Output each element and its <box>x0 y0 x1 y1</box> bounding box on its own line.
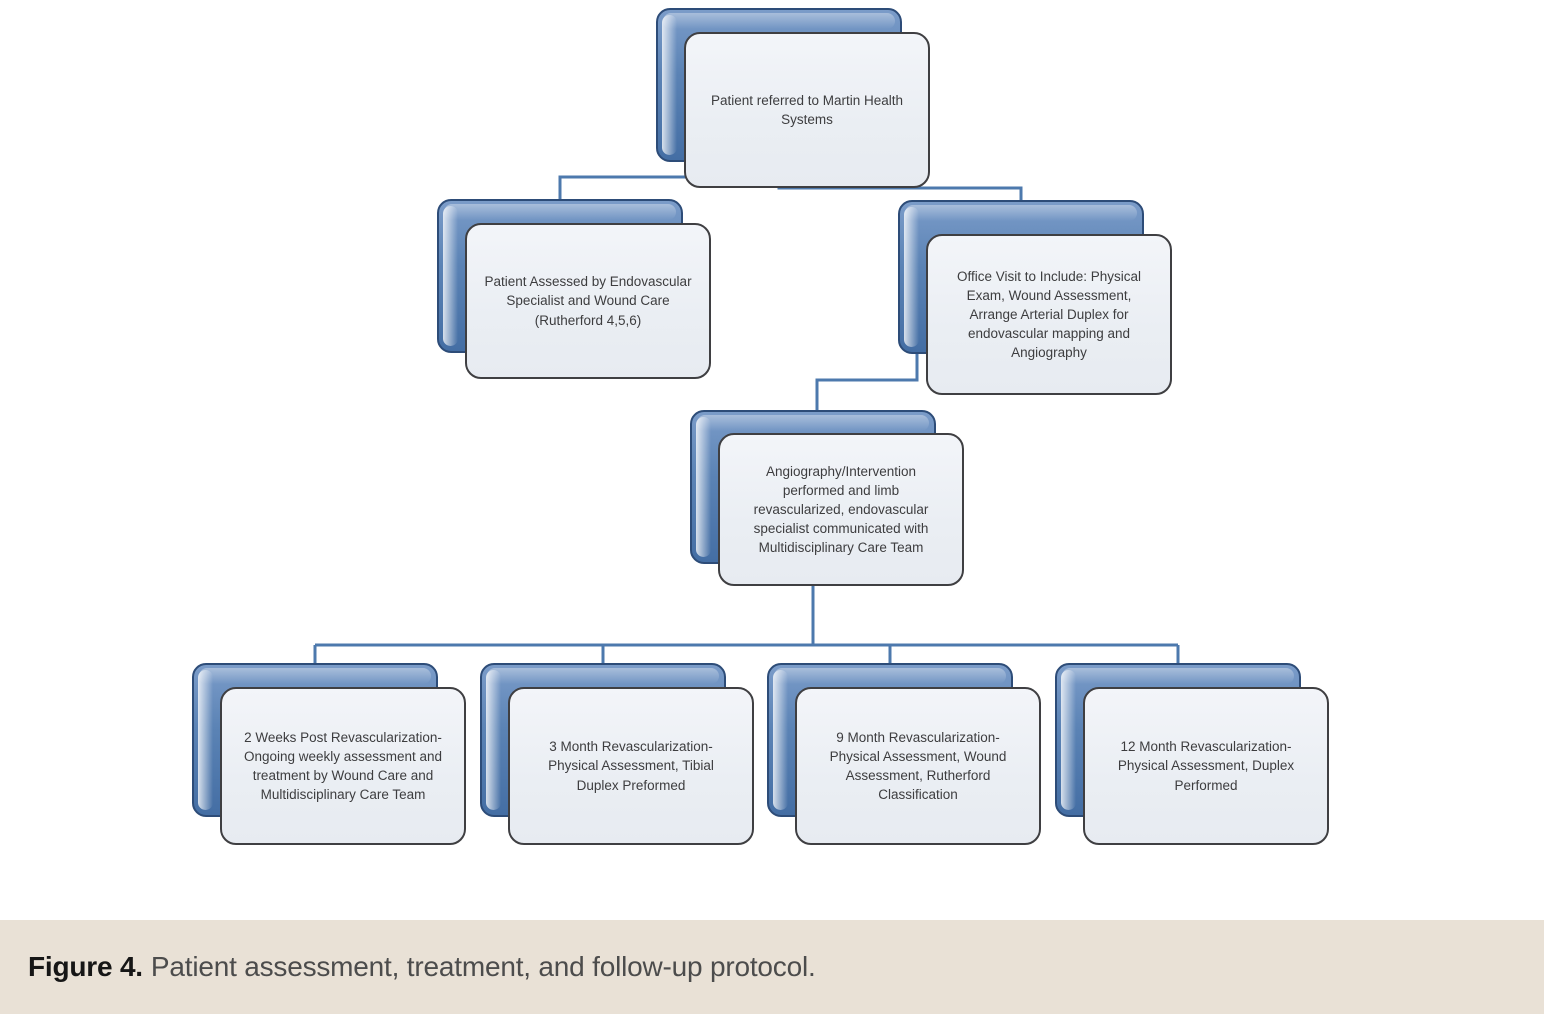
connector-office-to-angio <box>815 348 919 414</box>
node-front-panel: 3 Month Revascularization-Physical Asses… <box>508 687 754 845</box>
node-front-panel: Patient Assessed by Endovascular Special… <box>465 223 711 379</box>
node-front-panel: Office Visit to Include: Physical Exam, … <box>926 234 1172 395</box>
flow-node-2-weeks: 2 Weeks Post Revascularization-Ongoing w… <box>192 663 466 845</box>
node-text-3-month: 3 Month Revascularization-Physical Asses… <box>548 739 714 793</box>
node-front-panel: 2 Weeks Post Revascularization-Ongoing w… <box>220 687 466 845</box>
flow-node-12-month: 12 Month Revascularization-Physical Asse… <box>1055 663 1329 845</box>
flow-node-angio: Angiography/Intervention performed and l… <box>690 410 964 592</box>
flow-node-9-month: 9 Month Revascularization-Physical Asses… <box>767 663 1041 845</box>
node-text-root: Patient referred to Martin Health System… <box>710 92 904 127</box>
figure-caption-label: Figure 4. <box>28 951 143 982</box>
figure-caption-text: Patient assessment, treatment, and follo… <box>150 951 816 982</box>
node-text-12-month: 12 Month Revascularization-Physical Asse… <box>1117 739 1295 793</box>
figure-caption: Figure 4. Patient assessment, treatment,… <box>0 920 1544 1014</box>
node-front-panel: Patient referred to Martin Health System… <box>684 32 930 188</box>
flow-node-assess: Patient Assessed by Endovascular Special… <box>437 199 711 381</box>
node-text-2-weeks: 2 Weeks Post Revascularization-Ongoing w… <box>243 729 443 803</box>
node-text-9-month: 9 Month Revascularization-Physical Asses… <box>829 729 1007 803</box>
node-text-angio: Angiography/Intervention performed and l… <box>753 463 929 556</box>
node-text-assess: Patient Assessed by Endovascular Special… <box>484 274 692 328</box>
flow-node-root: Patient referred to Martin Health System… <box>656 8 930 190</box>
node-front-panel: 9 Month Revascularization-Physical Asses… <box>795 687 1041 845</box>
node-front-panel: 12 Month Revascularization-Physical Asse… <box>1083 687 1329 845</box>
flow-node-3-month: 3 Month Revascularization-Physical Asses… <box>480 663 754 845</box>
node-front-panel: Angiography/Intervention performed and l… <box>718 433 964 586</box>
flow-node-office: Office Visit to Include: Physical Exam, … <box>898 200 1172 395</box>
node-text-office: Office Visit to Include: Physical Exam, … <box>956 268 1142 361</box>
